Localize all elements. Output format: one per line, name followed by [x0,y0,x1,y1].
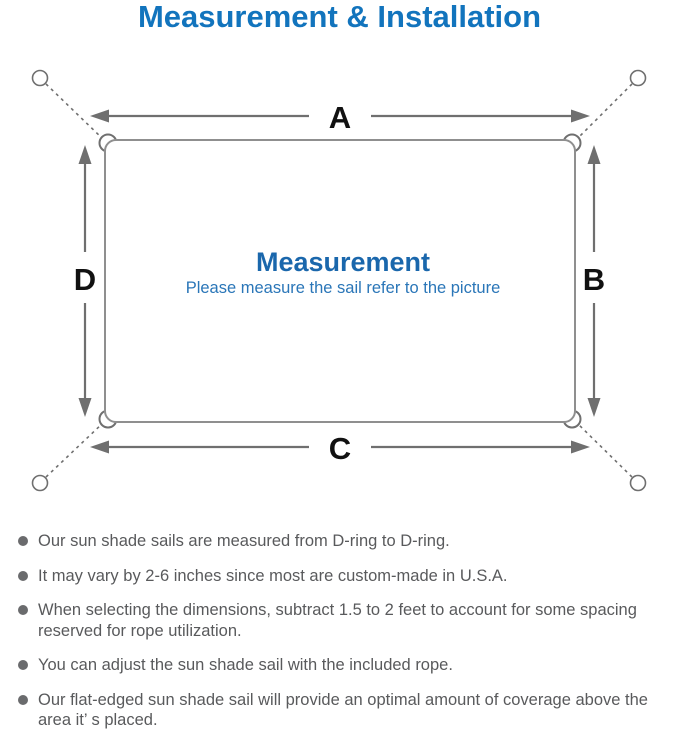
dimension-label-b: B [583,262,605,297]
list-item: When selecting the dimensions, subtract … [18,600,674,641]
note-text: Our sun shade sails are measured from D-… [38,532,450,550]
diagram-center-subtitle: Please measure the sail refer to the pic… [186,279,501,297]
bullet-icon [18,660,28,670]
sail-measurement-diagram: A B C D Measurement Please measure the s… [31,69,647,492]
note-text: You can adjust the sun shade sail with t… [38,656,453,674]
note-text: It may vary by 2-6 inches since most are… [38,566,508,585]
list-item: Our sun shade sails are measured from D-… [18,531,674,552]
list-item: It may vary by 2-6 inches since most are… [18,566,674,587]
dimension-labels: A B C D [74,100,605,466]
dimension-label-d: D [74,262,96,297]
dimension-label-a: A [329,100,351,135]
bullet-icon [18,536,28,546]
note-text: When selecting the dimensions, subtract … [38,601,637,640]
sail-rectangle [104,139,576,423]
dimension-label-c: C [329,431,351,466]
notes-list: Our sun shade sails are measured from D-… [18,531,674,739]
diagram-center-title: Measurement [256,247,430,277]
dimension-arrows [78,109,601,454]
bullet-icon [18,605,28,615]
note-text: Our flat-edged sun shade sail will provi… [38,690,648,730]
list-item: You can adjust the sun shade sail with t… [18,655,674,676]
rope-dashed-lines [45,83,633,478]
bullet-icon [18,694,28,705]
page-title: Measurement & Installation [137,0,542,34]
bullet-icon [18,570,28,581]
anchor-point-icon [31,69,647,492]
list-item: Our flat-edged sun shade sail will provi… [18,690,674,731]
